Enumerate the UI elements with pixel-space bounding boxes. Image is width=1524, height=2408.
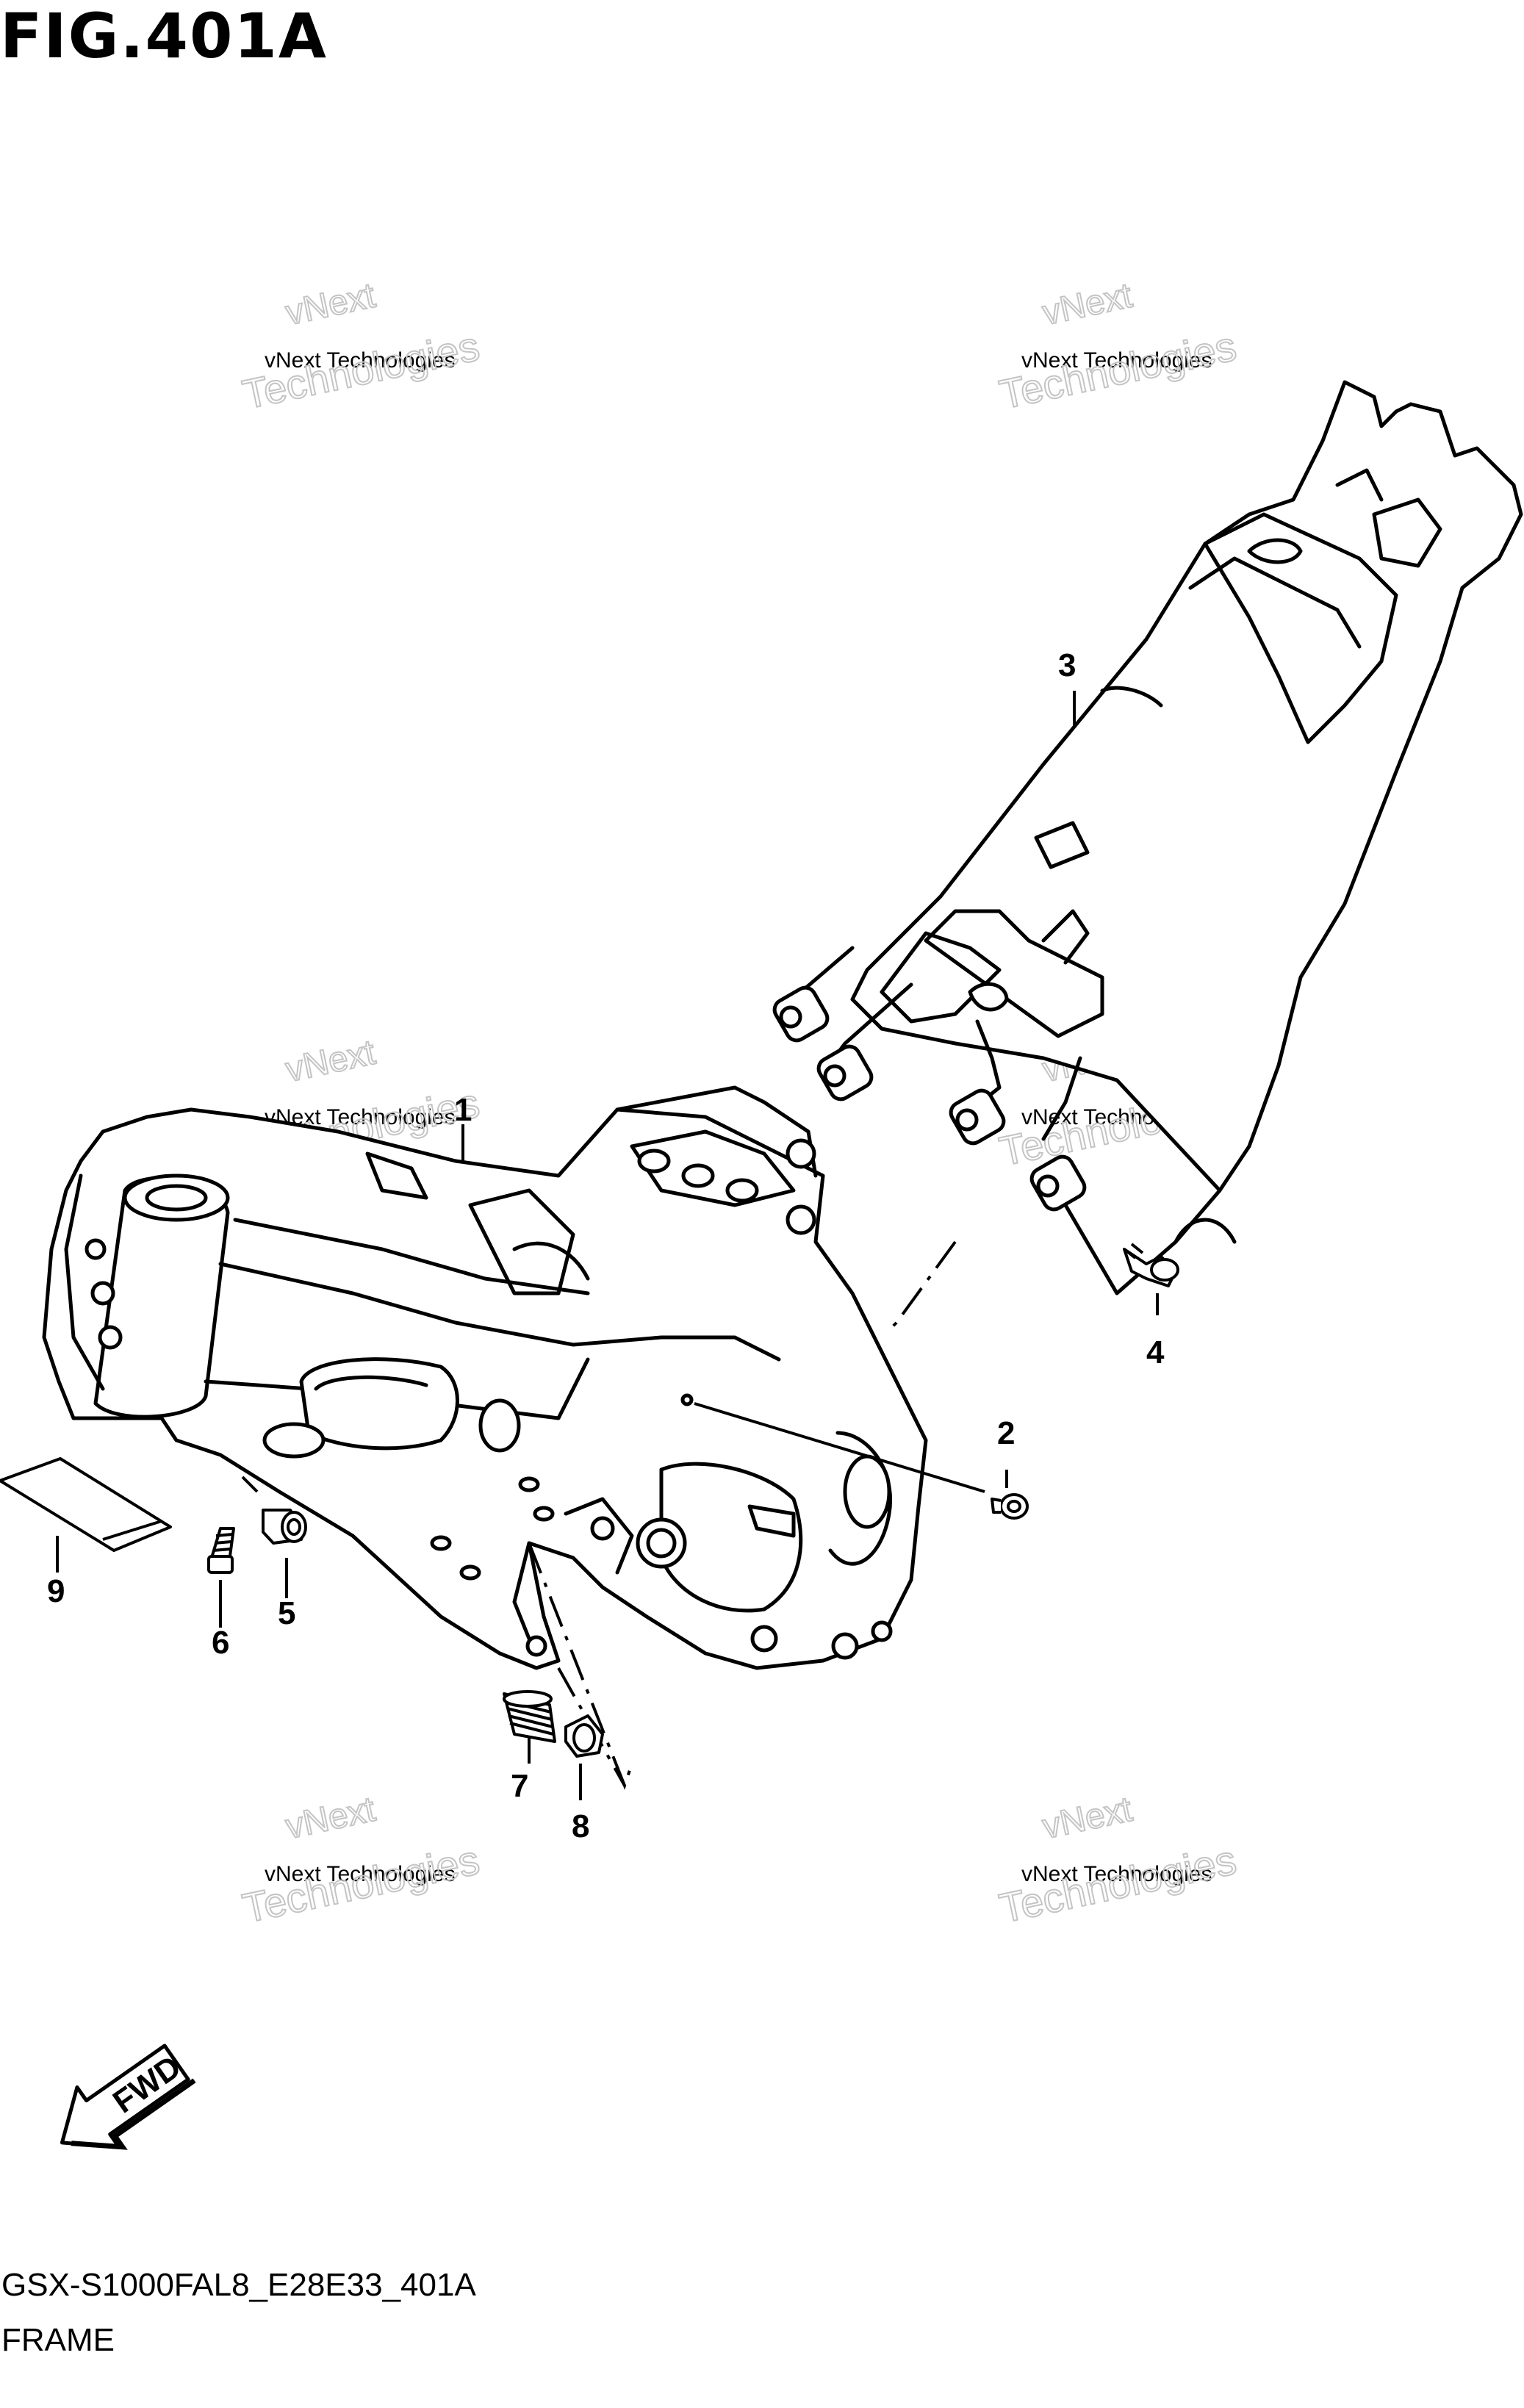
watermark-1: vNext vNext Technologies Technologies [238,276,484,419]
callout-8: 8 [572,1808,589,1844]
watermark-1-line3: Technologies [239,323,484,418]
callout-1: 1 [454,1092,472,1128]
watermark-6-line3: Technologies [996,1836,1240,1932]
watermark-2-line1: vNext Technologies [1021,348,1212,373]
watermark-1-line2: vNext [282,276,378,333]
part-5-collar [262,1509,307,1545]
small-parts [0,1243,1179,1758]
callout-4: 4 [1146,1334,1165,1370]
part-2-grommet [991,1493,1029,1520]
callout-6: 6 [212,1625,229,1661]
figure-code: GSX-S1000FAL8_E28E33_401A [1,2267,476,2303]
figure-caption: FRAME [1,2322,115,2358]
part-8-nut [564,1714,604,1758]
watermark-6-line1: vNext Technologies [1021,1862,1212,1886]
part-7-bushing [503,1690,556,1743]
watermark-5-line3: Technologies [239,1836,484,1932]
seat-rail [772,380,1523,1295]
watermark-5-line1: vNext Technologies [265,1862,456,1886]
callout-5: 5 [278,1595,295,1631]
watermark-6: vNext vNext Technologies Technologies [995,1789,1241,1933]
part-9-label [0,1457,172,1552]
watermark-2-line3: Technologies [996,323,1240,418]
part-6-bolt [207,1527,235,1574]
callout-2: 2 [997,1415,1015,1451]
main-frame [42,1085,928,1670]
watermark-1-line1: vNext Technologies [265,348,456,373]
figure-title: FIG.401A [0,0,328,72]
watermark-3-line2: vNext [282,1033,378,1090]
callout-9: 9 [47,1573,65,1609]
watermark-6-line2: vNext [1039,1790,1135,1847]
watermark-2: vNext vNext Technologies Technologies [995,276,1241,419]
watermark-5-line2: vNext [282,1790,378,1847]
callout-3: 3 [1058,647,1076,683]
part-4-bolt [1123,1243,1179,1287]
watermarks: vNext vNext Technologies Technologies vN… [238,276,1241,1933]
fwd-arrow: FWD [60,2044,196,2150]
callout-labels: 1 2 3 4 5 6 7 8 9 [47,647,1165,1844]
watermark-5: vNext vNext Technologies Technologies [238,1789,484,1933]
callout-7: 7 [511,1768,528,1804]
watermark-2-line2: vNext [1039,276,1135,333]
